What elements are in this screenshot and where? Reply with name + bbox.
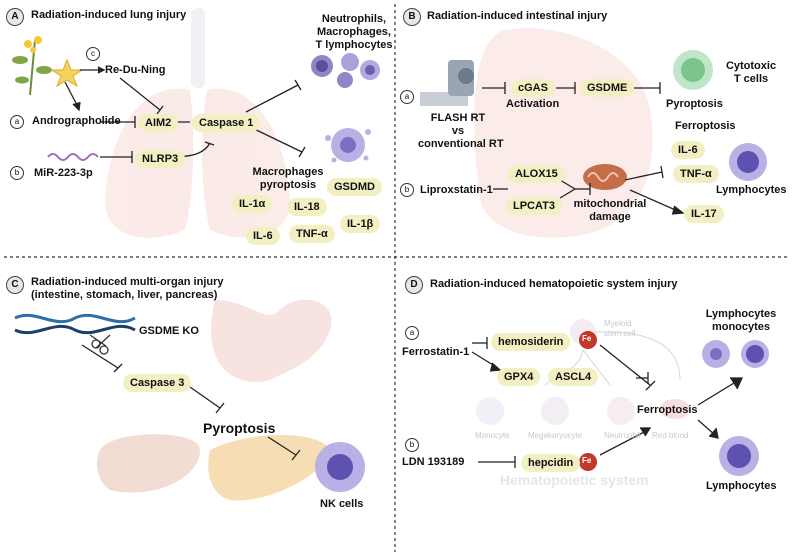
- red-blood-label: Red blood: [652, 431, 689, 440]
- il-18-pill: IL-18: [287, 198, 327, 216]
- pyroptosis-label-c: Pyroptosis: [203, 420, 276, 436]
- lymphocytes-label-d: Lymphocytes: [706, 480, 777, 492]
- mito-line-1: mitochondrial: [573, 198, 647, 210]
- sub-b-marker-d: b: [405, 438, 419, 452]
- nlrp3-pill: NLRP3: [135, 150, 186, 168]
- activation-label: Activation: [506, 98, 560, 110]
- immune-cells-label: Neutrophils, Macrophages, T lymphocytes: [304, 13, 404, 52]
- gsdme-pill: GSDME: [580, 79, 635, 97]
- lymph-mono-line-2: monocytes: [711, 321, 771, 333]
- gsdmd-pill: GSDMD: [327, 178, 382, 196]
- mitochondria-illustration: [583, 164, 627, 190]
- immune-cells-line-2: Macrophages,: [317, 26, 391, 38]
- alox15-pill: ALOX15: [508, 165, 565, 183]
- ferroptosis-label-b: Ferroptosis: [675, 120, 736, 132]
- il-6-pill-a: IL-6: [246, 227, 280, 245]
- sub-c-marker: c: [86, 47, 100, 61]
- panel-b-badge: B: [403, 8, 421, 26]
- pyroptotic-macrophage-illustration: [325, 128, 371, 163]
- pyroptosis-label-b: Pyroptosis: [666, 98, 723, 110]
- lymphocyte-b-illustration: [729, 143, 767, 181]
- panel-c-badge: C: [6, 276, 24, 294]
- ferrostatin-label: Ferrostatin-1: [402, 346, 470, 358]
- il-6-pill-b: IL-6: [671, 141, 705, 159]
- lymph-mono-line-1: Lymphocytes: [705, 308, 777, 320]
- re-du-ning-label: Re-Du-Ning: [105, 64, 166, 76]
- gsdme-ko-label: GSDME KO: [139, 325, 199, 337]
- aim2-pill: AIM2: [138, 114, 179, 132]
- lymphocyte-d-illustration: [702, 340, 769, 476]
- panel-c-title-line-1: Radiation-induced multi-organ injury: [31, 276, 224, 288]
- panel-d-title: Radiation-induced hematopoietic system i…: [430, 278, 678, 290]
- panel-c-title: Radiation-induced multi-organ injury (in…: [31, 276, 224, 302]
- fe-label-2: Fe: [582, 456, 592, 465]
- neutrophil-label: Neutrophil: [604, 431, 641, 440]
- cgas-pill: cGAS: [511, 79, 555, 97]
- macrophages-line-1: Macrophages: [252, 166, 324, 178]
- andrographolide-label: Andrographolide: [32, 115, 121, 127]
- fe-circles: [579, 331, 597, 471]
- ascl4-pill: ASCL4: [548, 368, 599, 386]
- lymphocytes-monocytes-label: Lymphocytes monocytes: [696, 308, 786, 334]
- cytotoxic-line-2: T cells: [733, 73, 769, 85]
- panel-b-title: Radiation-induced intestinal injury: [427, 10, 608, 22]
- megakaryocyte-label: Megakaryocyte: [528, 431, 583, 440]
- caspase-1-pill: Caspase 1: [192, 114, 261, 132]
- immune-cells-line-3: T lymphocytes: [315, 39, 393, 51]
- sub-b-marker: b: [10, 166, 24, 180]
- myeloid-line-1: Myeloid: [604, 319, 632, 328]
- myeloid-line-2: stem cell: [604, 329, 636, 338]
- liproxstatin-label: Liproxstatin-1: [420, 184, 493, 196]
- il-1b-pill: IL-1β: [340, 215, 381, 233]
- lpcat3-pill: LPCAT3: [506, 197, 562, 215]
- radiotherapy-machine-illustration: [420, 60, 474, 106]
- sub-b-marker-b: b: [400, 183, 414, 197]
- il-1a-pill: IL-1α: [232, 195, 273, 213]
- flash-line-2: vs: [451, 125, 465, 137]
- plant-illustration: [12, 36, 84, 96]
- macrophages-pyroptosis-label: Macrophages pyroptosis: [248, 166, 328, 192]
- nk-cells-label: NK cells: [320, 498, 364, 510]
- mito-line-2: damage: [589, 211, 631, 223]
- ldn-193189-label: LDN 193189: [402, 456, 465, 468]
- nk-cell-illustration: [315, 442, 365, 492]
- fe-label-1: Fe: [582, 334, 592, 343]
- mir-223-label: MiR-223-3p: [34, 167, 93, 179]
- sub-a-marker-d: a: [405, 326, 419, 340]
- cytotoxic-line-1: Cytotoxic: [725, 60, 777, 72]
- ferroptosis-label-d: Ferroptosis: [637, 404, 698, 416]
- flash-rt-label: FLASH RT vs conventional RT: [418, 112, 504, 151]
- caspase-3-pill: Caspase 3: [123, 374, 192, 392]
- myeloid-stem-cell-label: Myeloid stem cell: [604, 319, 636, 339]
- tnf-a-pill-b: TNF-α: [673, 165, 719, 183]
- cytotoxic-t-cells-label: Cytotoxic T cells: [716, 60, 786, 86]
- gpx4-pill: GPX4: [497, 368, 541, 386]
- panel-a-title: Radiation-induced lung injury: [31, 9, 187, 21]
- il-17-pill: IL-17: [684, 205, 724, 223]
- hematopoietic-system-label: Hematopoietic system: [500, 472, 649, 488]
- panel-d-badge: D: [405, 276, 423, 294]
- monocyte-label: Monocyte: [475, 431, 510, 440]
- mitochondrial-damage-label: mitochondrial damage: [570, 198, 650, 224]
- sub-a-marker: a: [10, 115, 24, 129]
- flash-line-1: FLASH RT: [430, 112, 486, 124]
- flash-line-3: conventional RT: [418, 138, 504, 150]
- panel-c-title-line-2: (intestine, stomach, liver, pancreas): [31, 289, 218, 301]
- sub-a-marker-b: a: [400, 90, 414, 104]
- panel-a-badge: A: [6, 8, 24, 26]
- cytotoxic-t-cell-illustration: [673, 50, 713, 90]
- macrophages-line-2: pyroptosis: [259, 179, 317, 191]
- dna-scissors-illustration: [14, 313, 136, 355]
- hepcidin-pill: hepcidin: [521, 454, 581, 472]
- lymphocytes-label-b: Lymphocytes: [716, 184, 787, 196]
- tnf-a-pill-a: TNF-α: [289, 225, 335, 243]
- immune-cells-line-1: Neutrophils,: [321, 13, 387, 25]
- mirna-wave: [47, 153, 99, 161]
- hemosiderin-pill: hemosiderin: [491, 333, 571, 351]
- immune-cells-illustration: [311, 53, 380, 88]
